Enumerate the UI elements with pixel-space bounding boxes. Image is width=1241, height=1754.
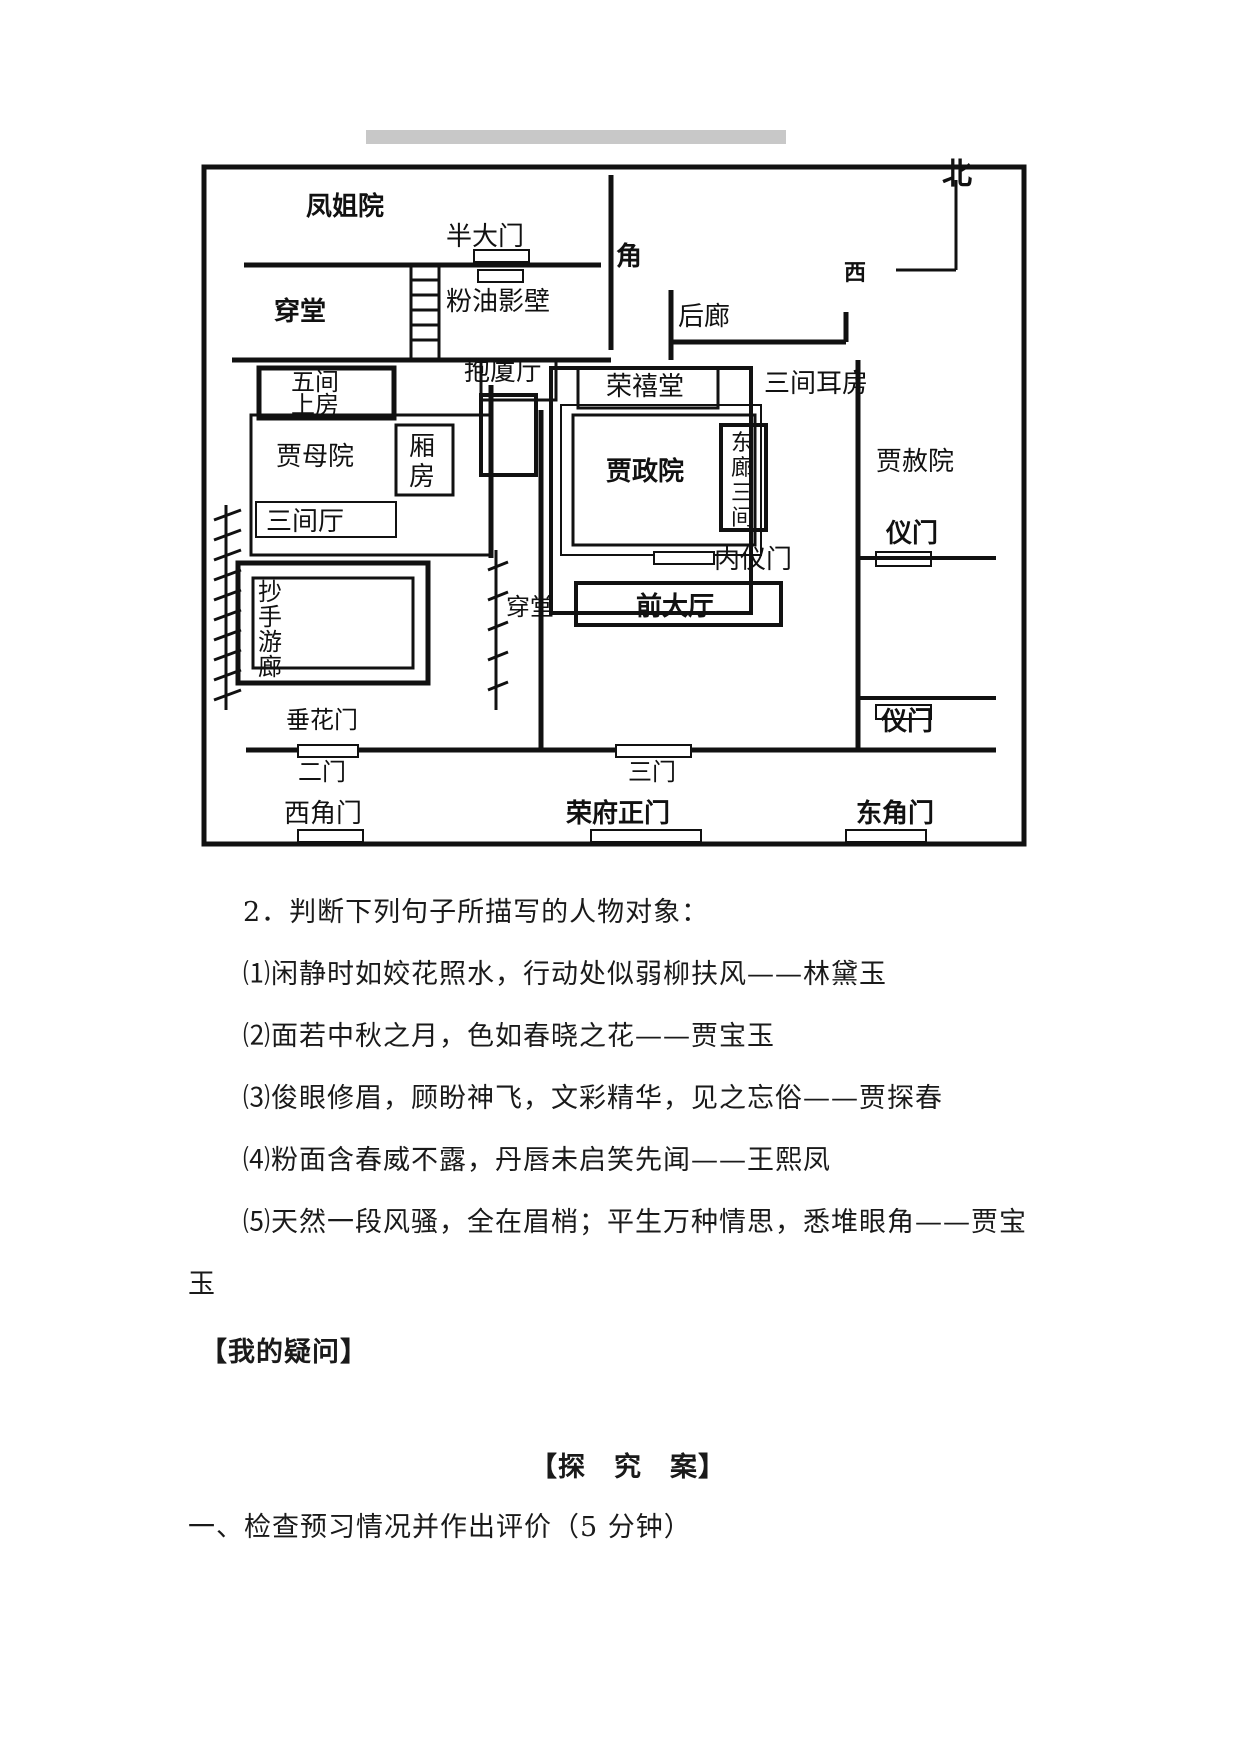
map-label-ermen: 二门	[298, 758, 346, 786]
map-label-chao1: 抄	[258, 578, 282, 606]
rongfu-layout-map: 北 西 凤姐院 半大门 角 粉油影壁 后廊 穿堂 五间 上房 抱厦厅 荣禧堂 三…	[196, 130, 1036, 850]
map-label-chao4: 廊	[258, 653, 282, 681]
map-label-xijiao: 西角门	[284, 799, 362, 829]
map-label-yimen-top: 仪门	[885, 519, 938, 549]
compass-arrows	[896, 180, 958, 272]
question-2: 2．判断下列句子所描写的人物对象：	[243, 897, 710, 928]
map-label-wujian1: 五间	[291, 368, 339, 396]
blurred-title	[366, 130, 786, 144]
map-label-banda: 半大门	[446, 222, 524, 252]
map-label-fenyou: 粉油影壁	[446, 287, 550, 317]
gates	[297, 249, 932, 843]
map-svg: 北 西 凤姐院 半大门 角 粉油影壁 后廊 穿堂 五间 上房 抱厦厅 荣禧堂 三…	[201, 130, 1027, 847]
map-label-chao3: 游	[258, 628, 282, 656]
map-label-sanjian-er: 三间耳房	[764, 369, 868, 399]
map-label-xiang1: 厢	[409, 432, 435, 462]
map-border	[201, 164, 1027, 847]
map-label-dong1: 东	[731, 431, 753, 456]
map-label-dong3: 三	[731, 481, 753, 506]
map-label-jiashe: 贾赦院	[876, 447, 954, 477]
map-label-chuantang-w: 穿堂	[274, 296, 326, 327]
north-label: 北	[942, 157, 972, 192]
sentence-5-line1: ⑸天然一段风骚，全在眉梢；平生万种情思，悉堆眼角——贾宝	[243, 1207, 1027, 1238]
sentence-4: ⑷粉面含春威不露，丹唇未启笑先闻——王熙凤	[243, 1145, 831, 1176]
map-label-jiamu: 贾母院	[276, 442, 354, 472]
map-label-jiazheng: 贾政院	[606, 456, 684, 487]
sentence-3: ⑶俊眼修眉，顾盼神飞，文彩精华，见之忘俗——贾探春	[243, 1083, 943, 1114]
map-label-rongfu: 荣府正门	[566, 798, 670, 829]
sentence-2: ⑵面若中秋之月，色如春晓之花——贾宝玉	[243, 1021, 775, 1052]
map-label-dating: 前大厅	[636, 591, 714, 622]
my-questions-heading: 【我的疑问】	[200, 1337, 368, 1368]
map-label-chuantang-m: 穿堂	[506, 593, 554, 621]
map-label-rongxi: 荣禧堂	[606, 372, 684, 402]
map-label-chao2: 手	[258, 603, 282, 631]
rooms	[235, 358, 783, 686]
map-label-dong4: 间	[731, 506, 753, 531]
section-1-heading: 一、检查预习情况并作出评价（5 分钟）	[188, 1512, 692, 1543]
map-label-wujian2: 上房	[291, 391, 339, 419]
map-label-baosha: 抱厦厅	[464, 357, 542, 387]
map-label-dong2: 廊	[731, 456, 753, 481]
gate-lines	[858, 556, 996, 700]
west-label: 西	[844, 261, 866, 286]
map-label-chuihua: 垂花门	[286, 706, 358, 734]
tanjiu-heading: 【探 究 案】	[530, 1452, 726, 1483]
map-label-sanmen: 三门	[628, 758, 676, 786]
map-label-houlang: 后廊	[678, 302, 730, 332]
map-label-jiao: 角	[616, 241, 642, 272]
sentence-5-line2: 玉	[188, 1269, 216, 1300]
map-label-sanjian-ting: 三间厅	[266, 507, 344, 537]
map-label-dongjiao: 东角门	[856, 798, 934, 829]
map-label-xiang2: 房	[409, 462, 435, 492]
map-label-yimen-bottom: 仪门	[880, 707, 933, 737]
sentence-1: ⑴闲静时如姣花照水，行动处似弱柳扶风——林黛玉	[243, 959, 887, 990]
map-label-neiyi: 内仪门	[714, 545, 792, 575]
map-label-fengjie: 凤姐院	[306, 191, 384, 222]
